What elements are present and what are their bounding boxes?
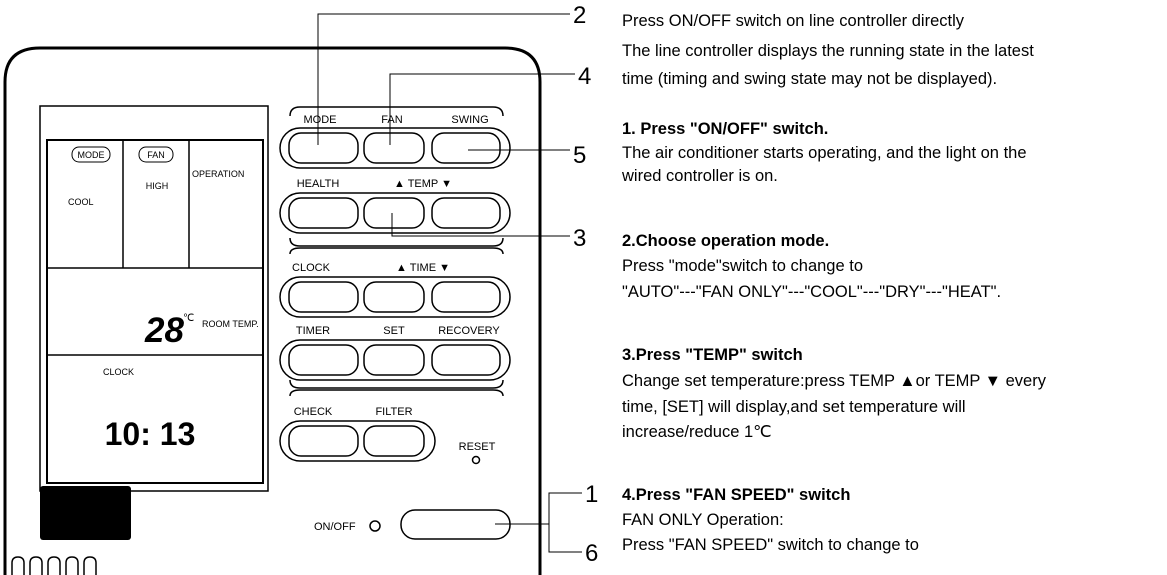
- step-3-line-2: time, [SET] will display,and set tempera…: [622, 398, 966, 416]
- check-button-label: CHECK: [294, 406, 333, 418]
- callout-4: 4: [578, 63, 591, 90]
- mode-value-text: COOL: [68, 197, 94, 207]
- divider-3: [289, 379, 504, 389]
- button-row-5-outline: [279, 420, 436, 462]
- fan-badge: [138, 146, 174, 163]
- clock-button[interactable]: [288, 281, 359, 313]
- step-2-line-1: Press "mode"switch to change to: [622, 257, 863, 275]
- temperature-unit: ℃: [183, 313, 194, 324]
- time-button-label: ▲ TIME ▼: [396, 262, 450, 274]
- mode-badge-text: MODE: [78, 150, 105, 160]
- lcd-display: MODE FAN HIGH OPERATION COOL 28 ℃ ROOM T…: [39, 105, 269, 492]
- clock-digits: 10: 13: [105, 416, 196, 452]
- callout-3: 3: [573, 225, 586, 252]
- health-button[interactable]: [288, 197, 359, 229]
- set-button[interactable]: [363, 344, 425, 376]
- receiver-window: [40, 486, 131, 540]
- callout-6: 6: [585, 540, 598, 567]
- callout-line-1-6: [548, 492, 582, 553]
- button-row-2-outline: [279, 192, 511, 234]
- step-4-line-1: FAN ONLY Operation:: [622, 511, 784, 529]
- check-button[interactable]: [288, 425, 359, 457]
- swing-button[interactable]: [431, 132, 501, 164]
- time-down-button[interactable]: [431, 281, 501, 313]
- fan-badge-text: FAN: [147, 150, 165, 160]
- room-temp-label: ROOM TEMP.: [202, 319, 259, 329]
- button-row-3-outline: [279, 276, 511, 318]
- temp-button-label: ▲ TEMP ▼: [394, 178, 452, 190]
- fan-speed-text: HIGH: [146, 181, 169, 191]
- divider-1: [289, 237, 504, 247]
- timer-button-label: TIMER: [296, 325, 330, 337]
- step-3-line-3: increase/reduce 1℃: [622, 423, 772, 441]
- health-button-label: HEALTH: [297, 178, 340, 190]
- clock-label: CLOCK: [103, 367, 134, 377]
- step-3-line-1: Change set temperature:press TEMP ▲or TE…: [622, 372, 1046, 390]
- temp-down-button[interactable]: [431, 197, 501, 229]
- reset-pinhole[interactable]: [471, 455, 481, 465]
- operation-text: OPERATION: [192, 169, 244, 179]
- temp-up-button[interactable]: [363, 197, 425, 229]
- filter-button-label: FILTER: [375, 406, 412, 418]
- bottom-bumps: [11, 556, 97, 575]
- step-1-line-2: wired controller is on.: [622, 167, 778, 185]
- mode-button[interactable]: [288, 132, 359, 164]
- intro-line-1: Press ON/OFF switch on line controller d…: [622, 12, 965, 30]
- time-up-button[interactable]: [363, 281, 425, 313]
- intro-line-3: time (timing and swing state may not be …: [622, 70, 998, 88]
- reset-label: RESET: [459, 441, 496, 453]
- step-1-line-1: The air conditioner starts operating, an…: [622, 144, 1027, 162]
- divider-2: [289, 247, 504, 255]
- onoff-label: ON/OFF: [314, 521, 356, 533]
- mode-badge: [71, 146, 111, 163]
- step-4-heading: 4.Press "FAN SPEED" switch: [622, 486, 851, 504]
- step-2-heading: 2.Choose operation mode.: [622, 232, 830, 250]
- controller-body: [3, 46, 542, 575]
- onoff-indicator: [369, 520, 381, 532]
- set-button-label: SET: [383, 325, 405, 337]
- mode-button-label: MODE: [304, 114, 337, 126]
- recovery-button[interactable]: [431, 344, 501, 376]
- step-4-line-2: Press "FAN SPEED" switch to change to: [622, 536, 919, 554]
- button-row-4-outline: [279, 339, 511, 381]
- step-3-heading: 3.Press "TEMP" switch: [622, 346, 803, 364]
- recovery-button-label: RECOVERY: [438, 325, 500, 337]
- button-row-1-outline: [279, 127, 511, 169]
- step-1-heading: 1. Press "ON/OFF" switch.: [622, 120, 829, 138]
- callout-line-4: [389, 73, 575, 145]
- callout-line-2: [317, 13, 570, 145]
- intro-line-2: The line controller displays the running…: [622, 42, 1034, 60]
- callout-1: 1: [585, 481, 598, 508]
- fan-button-label: FAN: [381, 114, 402, 126]
- callout-line-3: [391, 213, 570, 237]
- divider-4: [289, 389, 504, 397]
- onoff-button[interactable]: [400, 509, 511, 540]
- callout-5: 5: [573, 142, 586, 169]
- button-group-top-border: [289, 106, 504, 117]
- controller-diagram: MODE FAN HIGH OPERATION COOL 28 ℃ ROOM T…: [3, 2, 598, 575]
- instructions-panel: Press ON/OFF switch on line controller d…: [622, 0, 1167, 575]
- temperature-digits: 28: [144, 311, 184, 350]
- swing-button-label: SWING: [451, 114, 488, 126]
- filter-button[interactable]: [363, 425, 425, 457]
- callout-2: 2: [573, 2, 586, 29]
- timer-button[interactable]: [288, 344, 359, 376]
- clock-button-label: CLOCK: [292, 262, 331, 274]
- fan-button[interactable]: [363, 132, 425, 164]
- step-2-line-2: "AUTO"---"FAN ONLY"---"COOL"---"DRY"---"…: [622, 283, 1002, 301]
